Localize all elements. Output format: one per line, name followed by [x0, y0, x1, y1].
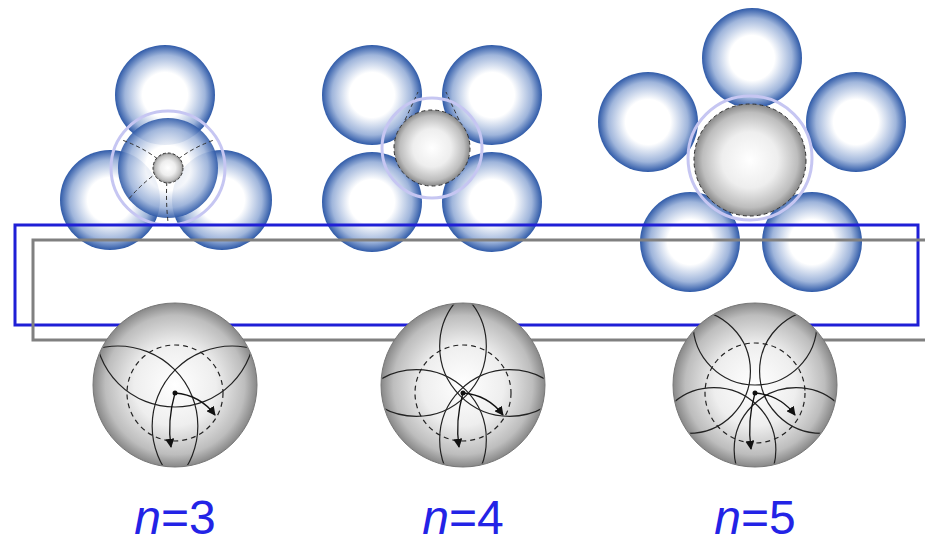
cap-spheres	[38, 247, 884, 512]
cap-arc	[693, 261, 817, 385]
radius-arrow	[755, 393, 795, 415]
cap-arc	[346, 370, 486, 510]
case-label: n=5	[714, 490, 795, 546]
cap-arc	[38, 346, 198, 506]
cap-boundaries	[626, 261, 883, 512]
cap-arc	[440, 370, 580, 510]
radius-arrow	[170, 393, 175, 447]
grey-sphere	[381, 303, 545, 467]
radius-arrow	[175, 393, 215, 415]
radius-arrow	[750, 393, 755, 449]
packing-n5	[598, 8, 906, 292]
cap-arc	[95, 247, 255, 407]
cap-arc	[626, 309, 750, 433]
grey-sphere	[93, 303, 257, 467]
case-label: n=4	[422, 490, 503, 546]
cap-boundaries	[346, 276, 579, 509]
packing-n4	[322, 45, 542, 252]
radius-arrow	[458, 393, 463, 447]
cap-arc	[440, 276, 580, 416]
cap-arc	[152, 346, 312, 506]
radius-arrow	[463, 393, 503, 415]
cap-arc	[346, 276, 486, 416]
case-label: n=3	[134, 490, 215, 546]
cap-arc	[760, 309, 884, 433]
cap-boundaries	[38, 247, 312, 506]
packing-n3	[60, 45, 272, 250]
